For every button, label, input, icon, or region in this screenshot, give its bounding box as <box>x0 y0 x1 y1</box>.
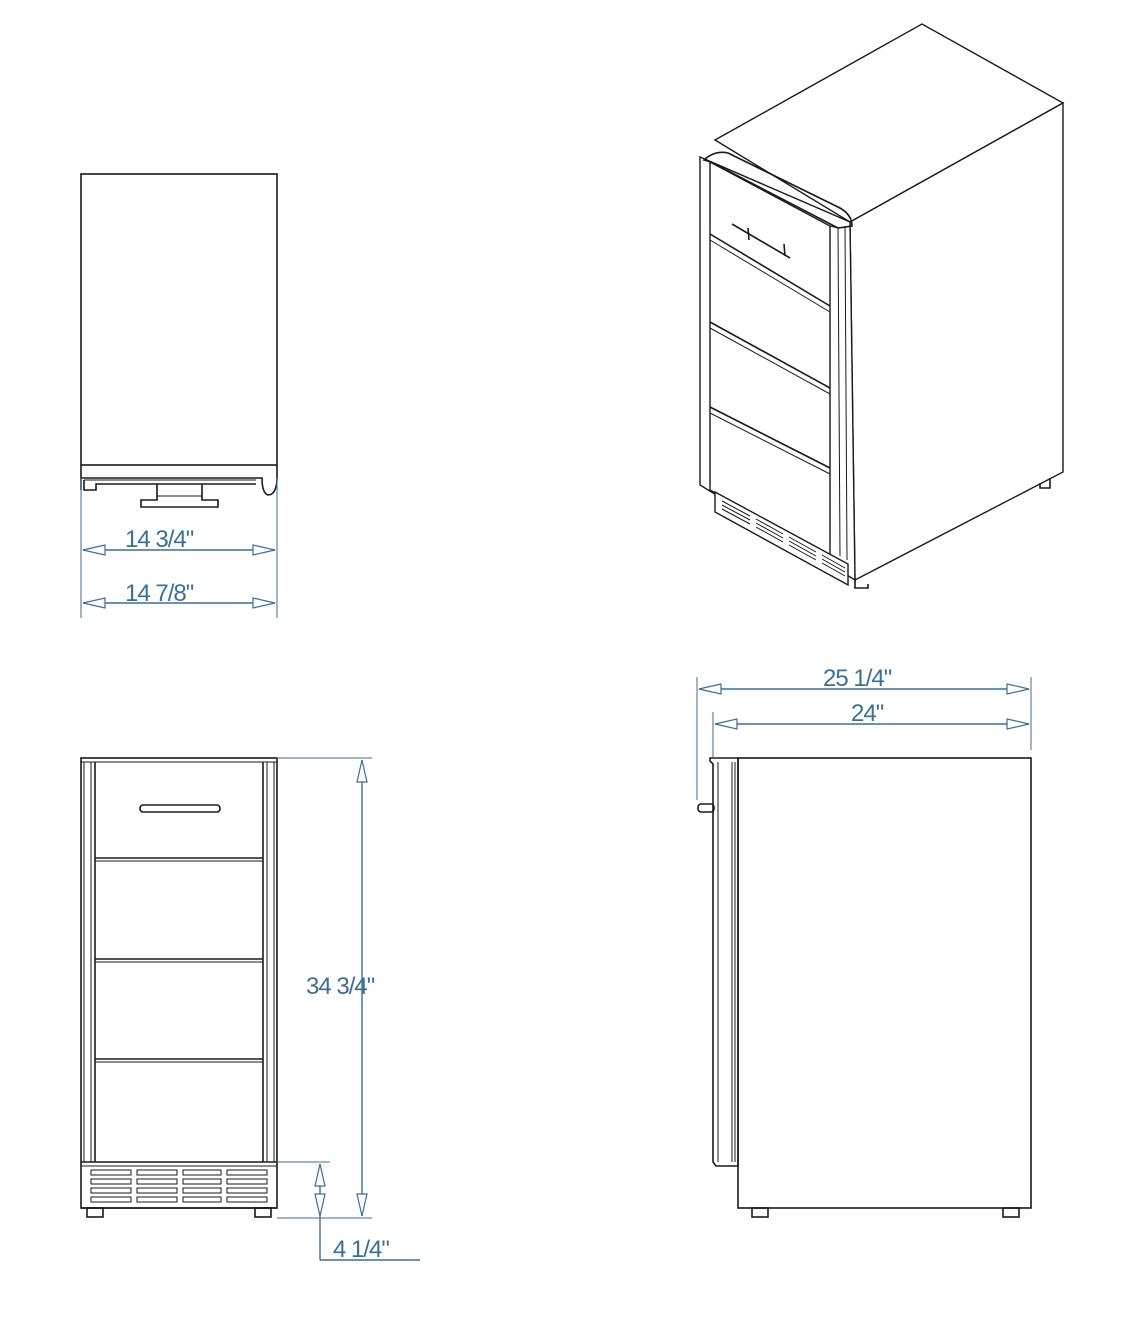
dim-24-label: 24" <box>851 700 884 727</box>
top-view-dimensions: 14 3/4" 14 7/8" <box>80 478 278 618</box>
dim-14-7-8-label: 14 7/8" <box>125 580 194 607</box>
dim-25-1-4-label: 25 1/4" <box>823 665 892 692</box>
top-view <box>80 173 278 508</box>
front-view-dimensions: 34 3/4" 4 1/4" <box>277 757 420 1263</box>
side-view <box>697 757 1032 1218</box>
dim-34-3-4-label: 34 3/4" <box>306 973 375 1000</box>
dim-4-1-4-label: 4 1/4" <box>333 1236 389 1263</box>
front-grille-slats <box>90 1169 268 1203</box>
dim-14-3-4-label: 14 3/4" <box>125 526 194 553</box>
isometric-view <box>699 23 1065 589</box>
iso-grille-slats <box>721 500 846 577</box>
side-view-dimensions: 25 1/4" 24" <box>696 665 1032 800</box>
front-view <box>80 757 278 1218</box>
